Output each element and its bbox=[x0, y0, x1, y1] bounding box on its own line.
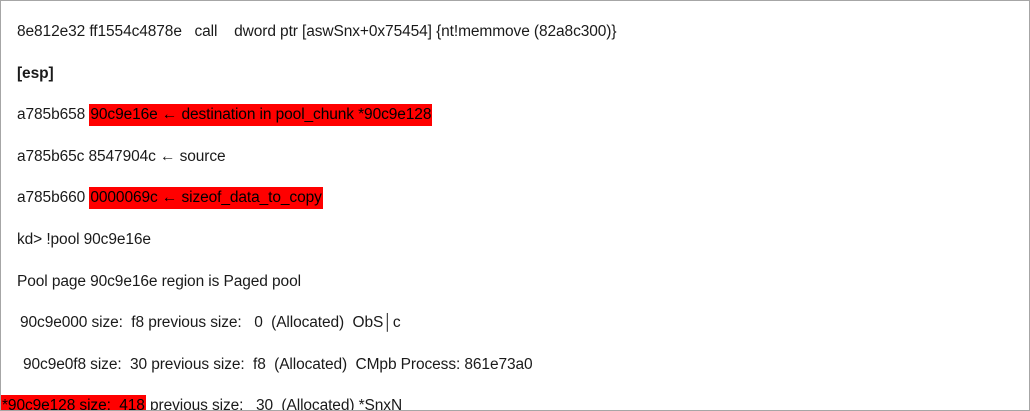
console-text: previous size: 30 (Allocated) *SnxN bbox=[145, 397, 403, 411]
console-line-stack-size: a785b660 0000069c ← sizeof_data_to_copy bbox=[1, 177, 1029, 219]
highlighted-text: *90c9e128 size: 418 bbox=[1, 395, 146, 410]
console-line-stack-source: a785b65c 8547904c ← source bbox=[1, 136, 1029, 178]
console-text: Pool page 90c9e16e region is Paged pool bbox=[17, 272, 301, 290]
console-text: 90c9e000 size: f8 previous size: 0 (Allo… bbox=[20, 314, 384, 332]
console-line-pool-chunk-snxn: *90c9e128 size: 418 previous size: 30 (A… bbox=[1, 385, 1029, 411]
console-line-command-pool: kd> !pool 90c9e16e bbox=[1, 219, 1029, 261]
text-caret: │ bbox=[383, 314, 393, 332]
console-text: kd> !pool 90c9e16e bbox=[17, 230, 151, 248]
console-line-pool-chunk-obsc: 90c9e000 size: f8 previous size: 0 (Allo… bbox=[1, 302, 1029, 344]
highlighted-text: 90c9e16e ← destination in pool_chunk *90… bbox=[89, 104, 433, 127]
console-line-pool-page-region: Pool page 90c9e16e region is Paged pool bbox=[1, 261, 1029, 303]
console-text: [esp] bbox=[17, 64, 54, 82]
console-text: a785b65c 8547904c ← source bbox=[17, 147, 226, 165]
console-text: c bbox=[392, 314, 401, 332]
console-text: a785b658 bbox=[17, 106, 90, 124]
console-line-disasm-call: 8e812e32 ff1554c4878e call dword ptr [as… bbox=[1, 11, 1029, 53]
console-line-pool-chunk-cmpb: 90c9e0f8 size: 30 previous size: f8 (All… bbox=[1, 344, 1029, 386]
console-line-esp-header: [esp] bbox=[1, 53, 1029, 95]
console-line-stack-destination: a785b658 90c9e16e ← destination in pool_… bbox=[1, 94, 1029, 136]
console-text: a785b660 bbox=[17, 189, 90, 207]
highlighted-text: 0000069c ← sizeof_data_to_copy bbox=[89, 187, 323, 210]
console-text: 90c9e0f8 size: 30 previous size: f8 (All… bbox=[23, 355, 533, 373]
console-text: 8e812e32 ff1554c4878e call dword ptr [as… bbox=[17, 23, 617, 40]
